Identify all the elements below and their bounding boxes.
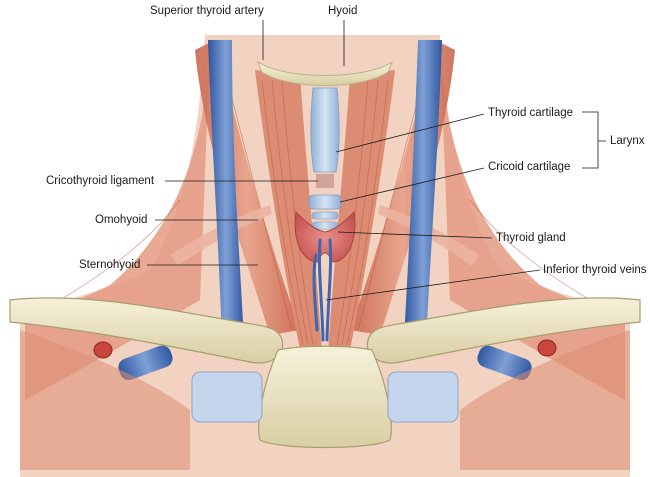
leader-lines [147,20,606,301]
label-thyroid-cartilage: Thyroid cartilage [488,107,574,119]
clavicle-left [9,297,284,364]
manubrium [258,345,392,449]
label-hyoid: Hyoid [328,5,358,17]
artery-stub-left [93,341,113,359]
thyroid-cartilage [310,87,340,173]
rib-cartilage-left [191,371,263,423]
label-cricothyroid-ligament: Cricothyroid ligament [46,175,155,187]
label-thyroid-gland: Thyroid gland [496,232,566,244]
leader-cricoid-cartilage [339,167,485,203]
rib-cartilage-right [387,371,459,423]
cricoid-cartilage [308,194,342,210]
subclavian-vein-right [477,345,532,381]
label-larynx: Larynx [610,135,645,147]
leader-inferior-thyroid-veins [325,269,541,301]
pectoral-left [20,330,190,470]
larynx-bracket [582,111,606,169]
subclavian-vein-left [118,345,173,381]
label-cricoid-cartilage: Cricoid cartilage [488,161,571,173]
label-inferior-thyroid-veins: Inferior thyroid veins [543,264,647,276]
thyroid-gland [294,211,356,263]
cricothyroid-ligament [316,174,334,188]
jugular-vein-right [404,40,442,340]
artery-stub-right [537,339,557,357]
neck-skin [20,35,630,477]
hyoid-bone [256,60,394,86]
label-sternohyoid: Sternohyoid [79,259,141,271]
leader-thyroid-cartilage [335,113,485,153]
pectoral-right [460,330,630,470]
leader-thyroid-gland [337,231,493,239]
inferior-thyroid-veins [312,238,333,342]
clavicle-right [366,297,641,364]
strap-muscle-right [328,70,395,352]
strap-muscle-left [255,70,322,352]
label-superior-thyroid-artery: Superior thyroid artery [150,5,264,17]
label-omohyoid: Omohyoid [95,214,148,226]
